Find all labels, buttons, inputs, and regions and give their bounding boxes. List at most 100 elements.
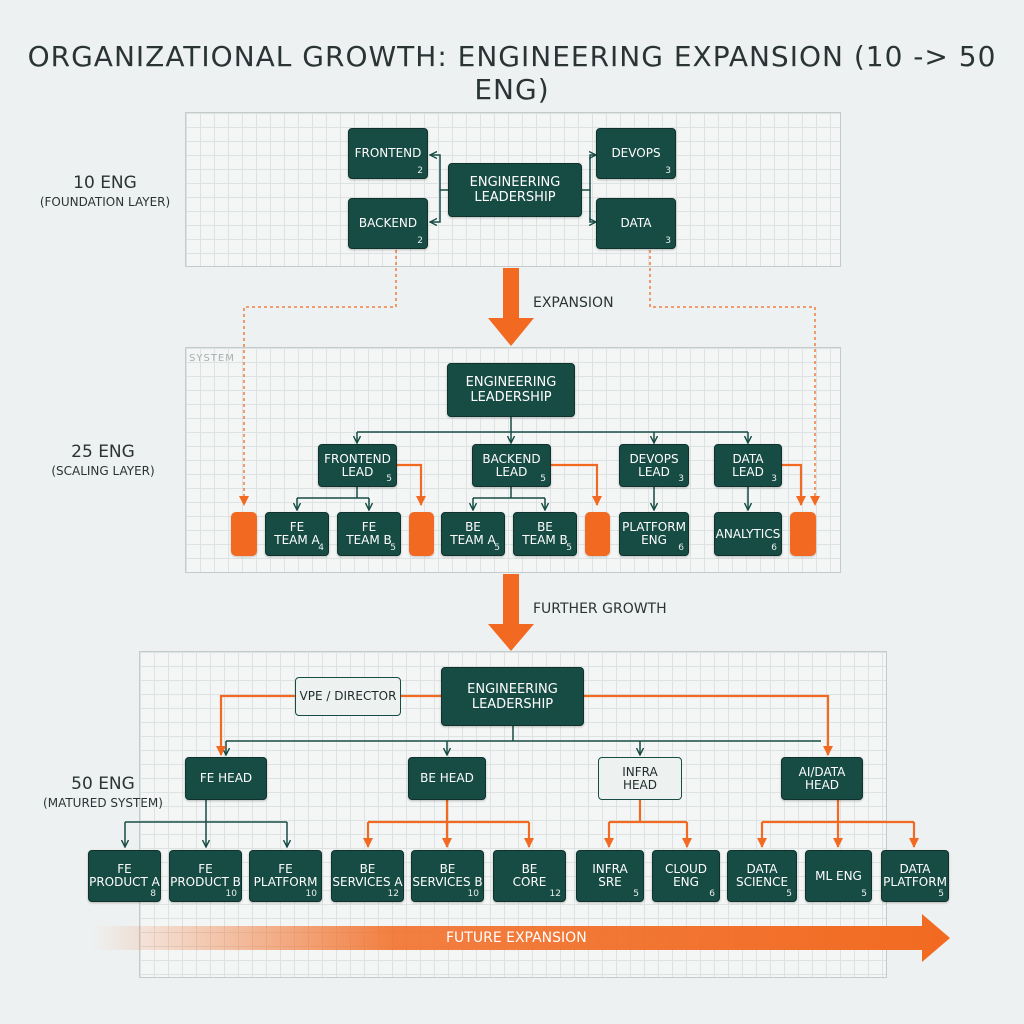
stage3-team-label: BE SERVICES A: [332, 862, 403, 889]
stage3-director-label: VPE / DIRECTOR: [299, 689, 397, 703]
stage3-team-label: BE CORE: [512, 862, 547, 889]
stage3-team-ml-eng: ML ENG 5: [805, 850, 872, 902]
stage3-team-count: 5: [938, 889, 944, 899]
stage2-lead-frontend: FRONTEND LEAD 5: [318, 444, 397, 487]
stage2-team-label: ANALYTICS: [715, 526, 781, 541]
stage2-team-label: FE TEAM B: [346, 520, 392, 547]
stage3-team-count: 10: [305, 889, 317, 899]
stage3-team-label: CLOUD ENG: [664, 862, 708, 889]
stage3-team-label: FE PRODUCT B: [170, 862, 241, 889]
stage3-head-label: AI/DATA HEAD: [798, 764, 846, 792]
stage2-level-label: 25 ENG (SCALING LAYER): [18, 442, 188, 478]
stage2-team-label: FE TEAM A: [274, 520, 320, 547]
new-team-slot-placeholder: [790, 512, 816, 556]
stage2-team-analytics: ANALYTICS 6: [714, 512, 782, 556]
stage2-team-count: 4: [318, 543, 324, 553]
stage3-team-count: 6: [709, 889, 715, 899]
stage3-leadership-node: ENGINEERING LEADERSHIP: [441, 667, 584, 726]
stage2-lead-label: DATA LEAD: [732, 451, 764, 479]
stage1-team-devops: DEVOPS 3: [596, 128, 676, 179]
stage2-lead-count: 5: [386, 474, 392, 484]
stage2-team-count: 5: [390, 543, 396, 553]
stage1-team-count: 3: [665, 236, 671, 246]
stage2-lead-label: BACKEND LEAD: [482, 451, 541, 479]
stage2-eng-count: 25 ENG: [71, 442, 135, 462]
future-expansion-label: FUTURE EXPANSION: [446, 930, 587, 946]
expansion-label: EXPANSION: [533, 295, 614, 311]
stage3-head-fe: FE HEAD: [185, 757, 267, 800]
stage1-team-count: 3: [665, 166, 671, 176]
stage3-team-count: 5: [861, 889, 867, 899]
stage3-eng-count: 50 ENG: [71, 774, 135, 794]
stage3-team-cloud-eng: CLOUD ENG 6: [652, 850, 720, 902]
stage3-team-label: BE SERVICES B: [412, 862, 483, 889]
stage3-team-label: DATA SCIENCE: [735, 862, 789, 889]
new-team-slot-placeholder: [231, 512, 257, 556]
stage3-panel: [139, 651, 887, 978]
stage3-team-label: INFRA SRE: [592, 862, 628, 889]
stage2-lead-devops: DEVOPS LEAD 3: [619, 444, 689, 487]
stage1-leadership-node: ENGINEERING LEADERSHIP: [448, 163, 582, 217]
stage3-team-be-services-a: BE SERVICES A 12: [331, 850, 404, 902]
stage3-team-label: FE PRODUCT A: [89, 862, 160, 889]
stage1-eng-count: 10 ENG: [73, 173, 137, 193]
stage2-leadership-node: ENGINEERING LEADERSHIP: [447, 363, 575, 417]
stage3-team-label: FE PLATFORM: [253, 862, 318, 889]
stage3-team-count: 8: [150, 889, 156, 899]
stage2-lead-count: 3: [771, 474, 777, 484]
stage1-team-label: DATA: [620, 216, 652, 230]
stage3-team-count: 12: [387, 889, 399, 899]
stage3-head-label: BE HEAD: [420, 771, 474, 785]
diagram-title: ORGANIZATIONAL GROWTH: ENGINEERING EXPAN…: [27, 40, 997, 106]
stage2-team-count: 6: [678, 543, 684, 553]
stage2-lead-label: FRONTEND LEAD: [324, 451, 391, 479]
stage2-team-label: PLATFORM ENG: [622, 520, 686, 547]
stage3-team-fe-platform: FE PLATFORM 10: [249, 850, 322, 902]
stage2-team-count: 5: [566, 543, 572, 553]
stage1-team-count: 2: [417, 166, 423, 176]
stage2-leadership-label: ENGINEERING LEADERSHIP: [465, 375, 557, 405]
stage3-leadership-label: ENGINEERING LEADERSHIP: [467, 681, 558, 712]
new-team-slot-placeholder: [409, 512, 434, 556]
stage3-layer-name: (MATURED SYSTEM): [43, 796, 163, 810]
stage3-director-node: VPE / DIRECTOR: [295, 677, 401, 716]
stage3-team-label: ML ENG: [815, 868, 862, 883]
stage2-system-tag: SYSTEM: [189, 353, 235, 364]
stage3-head-be: BE HEAD: [408, 757, 486, 800]
stage2-team-be-team-a: BE TEAM A 5: [441, 512, 505, 556]
stage3-head-label: FE HEAD: [199, 771, 253, 785]
stage2-team-platform-eng: PLATFORM ENG 6: [619, 512, 689, 556]
stage3-team-count: 5: [633, 889, 639, 899]
stage2-team-fe-team-b: FE TEAM B 5: [337, 512, 401, 556]
stage3-team-count: 12: [549, 889, 561, 899]
stage3-head-ai-data: AI/DATA HEAD: [781, 757, 863, 800]
new-team-slot-placeholder: [585, 512, 610, 556]
stage2-lead-data: DATA LEAD 3: [714, 444, 782, 487]
stage3-team-be-core: BE CORE 12: [493, 850, 566, 902]
stage3-team-data-platform: DATA PLATFORM 5: [881, 850, 949, 902]
stage3-team-count: 5: [786, 889, 792, 899]
stage2-lead-count: 3: [678, 474, 684, 484]
further-growth-label: FURTHER GROWTH: [533, 601, 667, 617]
stage2-lead-backend: BACKEND LEAD 5: [472, 444, 551, 487]
stage3-team-be-services-b: BE SERVICES B 10: [411, 850, 484, 902]
stage1-level-label: 10 ENG (FOUNDATION LAYER): [20, 173, 190, 209]
stage2-team-label: BE TEAM B: [522, 520, 568, 547]
stage2-team-label: BE TEAM A: [450, 520, 496, 547]
stage2-team-be-team-b: BE TEAM B 5: [513, 512, 577, 556]
stage1-team-data: DATA 3: [596, 198, 676, 249]
stage2-team-count: 5: [494, 543, 500, 553]
stage1-team-count: 2: [417, 236, 423, 246]
stage1-panel: [185, 112, 841, 267]
stage3-team-fe-product-b: FE PRODUCT B 10: [169, 850, 242, 902]
stage3-team-count: 10: [225, 889, 237, 899]
stage3-team-infra-sre: INFRA SRE 5: [576, 850, 644, 902]
stage1-team-label: BACKEND: [358, 216, 418, 230]
stage3-team-fe-product-a: FE PRODUCT A 8: [88, 850, 161, 902]
stage3-head-label: INFRA HEAD: [622, 764, 658, 792]
stage1-team-label: FRONTEND: [354, 146, 422, 160]
stage2-team-count: 6: [771, 543, 777, 553]
stage3-level-label: 50 ENG (MATURED SYSTEM): [18, 774, 188, 810]
stage1-team-backend: BACKEND 2: [348, 198, 428, 249]
